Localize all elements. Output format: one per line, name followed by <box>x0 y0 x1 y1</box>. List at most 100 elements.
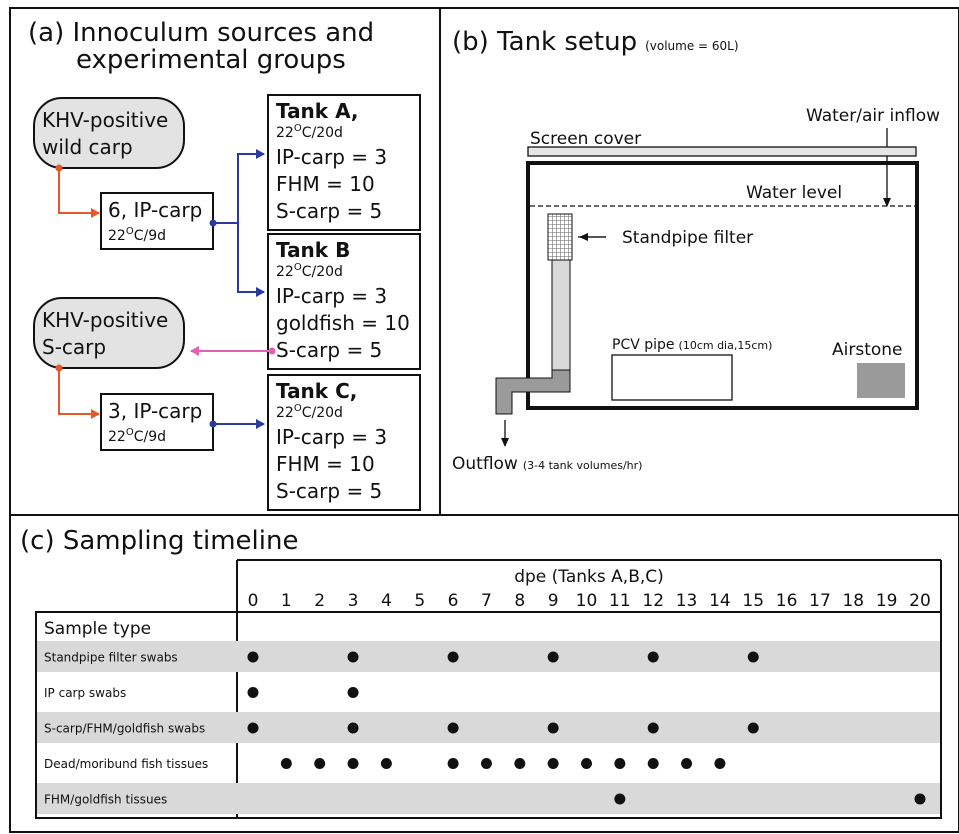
sample-dot-row3-day2 <box>314 758 326 769</box>
sample-dot-row3-day12 <box>647 758 659 769</box>
panel-a-title-line1: (a) Innoculum sources and <box>28 18 374 48</box>
arrow-wild-to-ip1 <box>58 168 100 218</box>
tank-a-name: Tank A, <box>276 99 359 123</box>
tank-c-box <box>267 374 421 511</box>
timeline-table <box>35 611 942 819</box>
day-label-11: 11 <box>609 591 631 611</box>
day-label-19: 19 <box>876 591 898 611</box>
tank-c-row-3: S-carp = 5 <box>276 479 382 503</box>
source-scarp-line1: KHV-positive <box>42 308 168 332</box>
source-scarp-line2: S-carp <box>42 335 106 359</box>
tank-a-row-2: FHM = 10 <box>276 172 375 196</box>
tank-a-box <box>267 94 421 231</box>
pcv-pipe-label: PCV pipe(10cm dia,15cm) <box>612 337 772 353</box>
sample-dot-row3-day9 <box>547 758 559 769</box>
tank-c-cond: 22OC/20d <box>276 403 343 421</box>
sample-dot-row4-day11 <box>614 793 626 805</box>
day-label-20: 20 <box>909 591 931 611</box>
panel-b-frame <box>439 7 959 516</box>
row-shade-4 <box>37 783 940 814</box>
airstone-label: Airstone <box>832 340 903 360</box>
airstone <box>857 363 905 398</box>
tank-a-row-3: S-carp = 5 <box>276 199 382 223</box>
tank-c-name: Tank C, <box>276 379 357 403</box>
sample-type-header: Sample type <box>44 619 151 639</box>
sample-dot-row3-day8 <box>514 758 526 769</box>
timeline-row-backgrounds <box>37 641 940 814</box>
ip-carp-box-2 <box>100 393 214 451</box>
sample-dot-row1-day0 <box>247 687 259 698</box>
sample-dot-row3-day3 <box>347 758 359 769</box>
day-label-0: 0 <box>248 591 259 611</box>
source-wild-carp-box <box>33 97 185 169</box>
tank-b-box <box>267 233 421 370</box>
row-shade-0 <box>37 641 940 672</box>
tank-b-row-3: S-carp = 5 <box>276 338 382 362</box>
standpipe-filter <box>547 213 573 261</box>
day-label-15: 15 <box>742 591 764 611</box>
sample-row-label: IP carp swabs <box>44 686 126 700</box>
tank-b-row-2: goldfish = 10 <box>276 311 410 335</box>
sample-dot-row3-day13 <box>681 758 693 769</box>
day-label-17: 17 <box>809 591 831 611</box>
sample-dot-row3-day10 <box>581 758 592 769</box>
sample-dot-row2-day0 <box>247 722 259 734</box>
tank-b-name: Tank B <box>276 238 350 262</box>
standpipe-filter-label: Standpipe filter <box>622 228 753 248</box>
day-label-14: 14 <box>709 591 731 611</box>
screen-cover <box>527 146 917 157</box>
sample-dot-row2-day9 <box>547 722 559 734</box>
sample-dot-row3-day4 <box>380 758 392 769</box>
row-shade-2 <box>37 712 940 743</box>
source-scarp-box <box>33 297 185 369</box>
tank-a-row-1: IP-carp = 3 <box>276 145 387 169</box>
day-label-13: 13 <box>676 591 698 611</box>
day-label-5: 5 <box>414 591 425 611</box>
standpipe-pipe <box>551 259 571 371</box>
screen-cover-label: Screen cover <box>530 129 641 149</box>
sample-dot-row0-day0 <box>247 651 259 663</box>
day-label-12: 12 <box>642 591 664 611</box>
sample-dot-row3-day14 <box>714 758 726 769</box>
panel-b: (b) Tank setup(volume = 60L) Water/air i… <box>452 27 940 474</box>
panel-b-title: (b) Tank setup(volume = 60L) <box>452 27 739 57</box>
sample-dot-row3-day11 <box>614 758 626 769</box>
panel-a: (a) Innoculum sources and experimental g… <box>28 18 421 511</box>
arrow-scarp-to-ip2 <box>58 368 100 419</box>
water-air-inflow-label: Water/air inflow <box>806 106 940 126</box>
sample-dot-row3-day1 <box>280 758 292 769</box>
water-level-label: Water level <box>746 183 842 203</box>
panel-c-frame <box>9 514 959 833</box>
day-label-9: 9 <box>548 591 559 611</box>
sample-dot-row3-day6 <box>447 758 459 769</box>
sample-dot-row0-day6 <box>447 651 459 663</box>
sample-dot-row2-day12 <box>647 722 659 734</box>
tank-body <box>526 161 919 410</box>
tank-b-row-1: IP-carp = 3 <box>276 284 387 308</box>
sample-dot-row0-day15 <box>747 651 759 663</box>
tank-c-row-2: FHM = 10 <box>276 452 375 476</box>
ip-box-1-line1: 6, IP-carp <box>108 198 202 222</box>
day-label-1: 1 <box>281 591 292 611</box>
sample-dot-row1-day3 <box>347 687 359 698</box>
day-label-6: 6 <box>448 591 459 611</box>
source-wild-line2: wild carp <box>42 135 133 159</box>
pcv-pipe <box>611 354 733 401</box>
sample-dot-row0-day12 <box>647 651 659 663</box>
outflow-label: Outflow(3-4 tank volumes/hr) <box>452 454 642 474</box>
ip-box-1-line2: 22OC/9d <box>108 226 166 244</box>
sample-dot-row2-day6 <box>447 722 459 734</box>
arrow-ip1-to-tank-a <box>213 149 265 224</box>
panel-c-title: (c) Sampling timeline <box>20 526 298 556</box>
day-label-10: 10 <box>576 591 598 611</box>
sample-dot-row0-day9 <box>547 651 559 663</box>
day-label-7: 7 <box>481 591 492 611</box>
tank-c-row-1: IP-carp = 3 <box>276 425 387 449</box>
arrow-ip1-to-tank-b <box>237 223 265 297</box>
sample-row-label: Standpipe filter swabs <box>44 651 178 665</box>
day-label-16: 16 <box>776 591 798 611</box>
sample-dot-row0-day3 <box>347 651 359 663</box>
panel-c: (c) Sampling timeline dpe (Tanks A,B,C) … <box>20 526 942 819</box>
sample-row-label: FHM/goldfish tissues <box>44 793 167 807</box>
